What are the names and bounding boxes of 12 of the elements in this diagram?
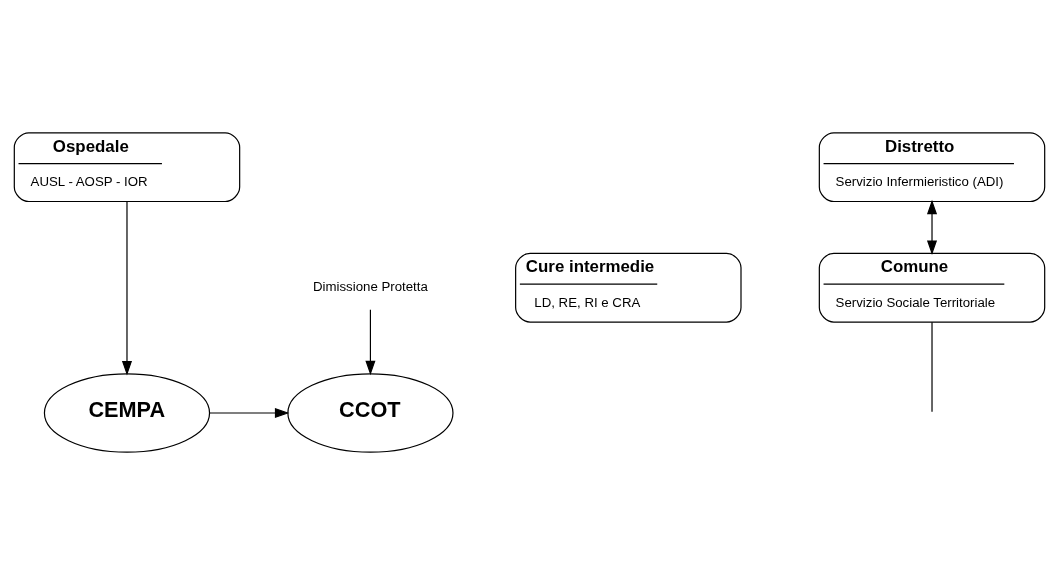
node-ellipse: CCOT [287, 373, 454, 453]
node-box: Distretto Servizio Infermieristico (ADI) [818, 132, 1046, 203]
arrow [926, 199, 938, 255]
arrow [365, 309, 376, 376]
arrow [209, 407, 290, 419]
node-box: Comune Servizio Sociale Territoriale [818, 252, 1046, 323]
node-box: Cure intermedie LD, RE, RI e CRA [515, 252, 742, 323]
connector [931, 321, 933, 413]
node-text: Dimissione Protetta [312, 279, 428, 295]
arrow [121, 201, 133, 376]
node-ellipse: CEMPA [43, 373, 211, 453]
node-box: Ospedale AUSL - AOSP - IOR [13, 132, 241, 203]
